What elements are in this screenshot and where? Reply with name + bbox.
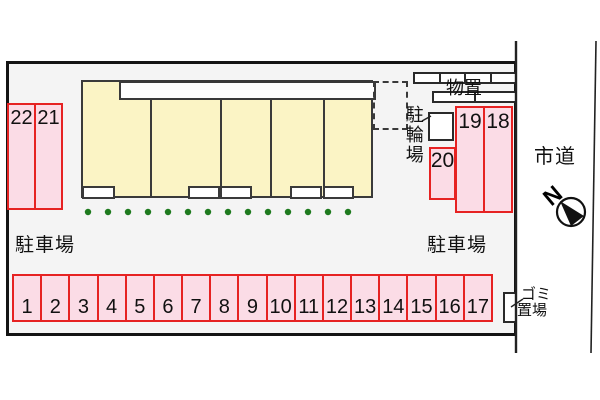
storage-unit: [489, 74, 516, 82]
parking-stall-18: 18: [483, 108, 511, 211]
storage-unit: [473, 93, 516, 101]
road-edge-right: [590, 40, 597, 354]
parking-stall-8: 8: [209, 276, 237, 320]
parking-stall-14: 14: [378, 276, 406, 320]
garbage-area-box: [503, 292, 517, 323]
storage-unit: [438, 74, 465, 82]
entrance-porch: [220, 186, 252, 199]
storage-label: 物置: [446, 78, 482, 98]
storage-units-row-upper: [413, 72, 517, 84]
parking-stall-4: 4: [96, 276, 125, 320]
entrance-porch: [188, 186, 220, 199]
apartment-building: [81, 80, 376, 199]
parking-stall-20: 20: [429, 147, 456, 200]
compass-needle-icon: [560, 201, 584, 226]
parking-stall-7: 7: [181, 276, 209, 320]
parking-stall-15: 15: [406, 276, 434, 320]
parking-stalls-left: 22 21: [7, 103, 63, 210]
parking-stall-5: 5: [124, 276, 153, 320]
parking-stall-12: 12: [321, 276, 350, 320]
parking-lot-label-left: 駐車場: [15, 235, 76, 256]
entrance-porch: [323, 186, 354, 199]
parking-stall-17: 17: [462, 276, 491, 320]
parking-stall-1: 1: [21, 296, 33, 318]
parking-stall-11: 11: [293, 276, 322, 320]
garbage-label-line1: ゴミ: [521, 286, 552, 303]
unit-divider: [323, 99, 325, 196]
compass-circle: [555, 196, 587, 228]
parking-stall-3: 3: [68, 276, 96, 320]
bicycle-parking-label: 駐輪場: [403, 105, 424, 165]
parking-stall-6: 6: [152, 276, 181, 320]
storage-units-row-lower: [432, 91, 517, 103]
parking-stall-22: 22: [10, 107, 33, 129]
building-corridor-band: [119, 81, 376, 100]
storage-unit: [415, 74, 439, 82]
parking-stall-10: 10: [265, 276, 294, 320]
garbage-label-line2: 置場: [517, 302, 548, 319]
parking-lot-label-right: 駐車場: [427, 235, 488, 256]
parking-stall-2: 2: [40, 276, 68, 320]
unit-divider: [150, 99, 152, 196]
unit-divider: [270, 99, 272, 196]
entrance-porch: [82, 186, 115, 199]
dashed-approach-area: [373, 81, 408, 130]
parking-stalls-right: 19 18: [455, 106, 513, 213]
entrance-porch: [290, 186, 322, 199]
north-compass: N: [538, 180, 587, 228]
parking-stall-16: 16: [434, 276, 463, 320]
parking-stall-21: 21: [34, 105, 61, 208]
parking-stalls-bottom: 1 2 3 4 5 6 7 8 9 10 11 12 13 14 15 16 1…: [12, 274, 493, 322]
city-road-label: 市道: [534, 146, 576, 168]
parking-stall-19: 19: [458, 110, 482, 133]
bicycle-shed-box: [428, 112, 454, 141]
compass-north-letter: N: [538, 180, 567, 211]
unit-divider: [220, 99, 222, 196]
parking-stall-13: 13: [350, 276, 378, 320]
storage-unit: [464, 74, 490, 82]
parking-stall-9: 9: [237, 276, 265, 320]
